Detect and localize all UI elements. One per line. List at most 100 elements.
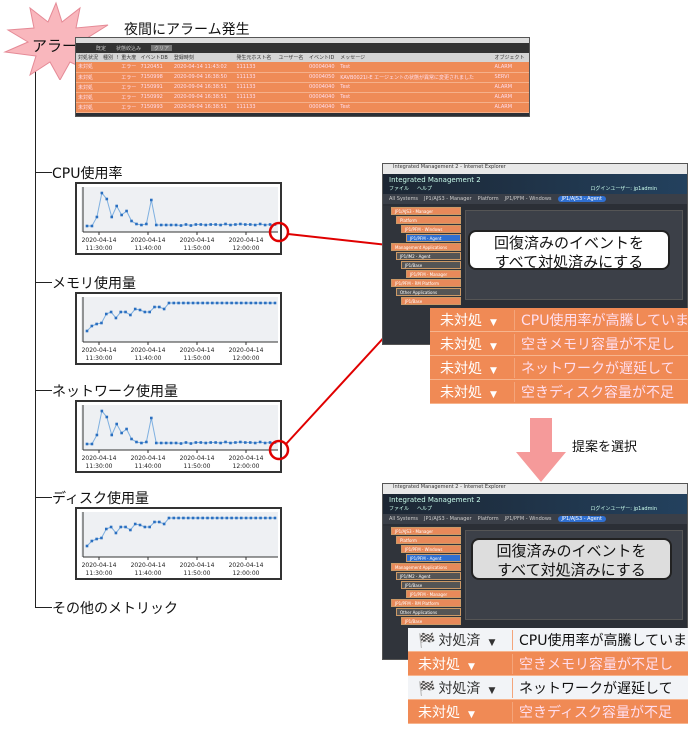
default-filter-button[interactable]: 既定 xyxy=(96,46,107,52)
column-header[interactable]: イベントDB xyxy=(138,53,172,62)
tree-node[interactable]: Management Applications xyxy=(391,563,461,571)
data-point xyxy=(259,516,262,520)
tree-node[interactable]: JP1/AJS3 - Manager xyxy=(391,527,461,535)
column-header[interactable]: イベントID xyxy=(307,53,339,62)
column-header[interactable]: 種別 xyxy=(101,53,115,62)
breadcrumb-item[interactable]: JP1/AJS3 - Agent xyxy=(557,196,606,202)
status-dropdown[interactable]: 未対処▼ xyxy=(408,702,512,722)
breadcrumb-item[interactable]: All Systems xyxy=(389,516,419,522)
tree-node[interactable]: JP1/Base xyxy=(401,617,461,625)
event-row[interactable]: 未対処▼空きディスク容量が不足 xyxy=(430,380,688,404)
status-label: 対処済 xyxy=(438,680,481,697)
data-point xyxy=(90,324,94,328)
tree-node[interactable]: JP1/Base xyxy=(401,581,461,589)
suggestion-callout-before[interactable]: 回復済みのイベントを すべて対処済みにする xyxy=(468,230,670,271)
tree-node[interactable]: JP1/AJS3 - Manager xyxy=(391,207,461,215)
tree-node[interactable]: JP1/Base xyxy=(401,297,461,305)
cell-serial: 7150991 xyxy=(138,82,172,93)
column-header[interactable]: メッセージ xyxy=(338,53,493,62)
menu-item[interactable]: ヘルプ xyxy=(417,186,433,192)
status-dropdown[interactable]: 未対処▼ xyxy=(430,334,514,354)
tree-node[interactable]: JP1/Base xyxy=(401,261,461,269)
menu-item[interactable]: ヘルプ xyxy=(417,506,433,512)
event-row[interactable]: 未対処▼CPU使用率が高騰していま xyxy=(430,308,688,332)
status-dropdown[interactable]: 未対処▼ xyxy=(430,310,514,330)
breadcrumb-item[interactable]: JP1/PFM - Windows xyxy=(504,516,552,522)
status-dropdown[interactable]: 🏁対処済▼ xyxy=(408,678,512,698)
data-point xyxy=(145,440,148,444)
data-point xyxy=(124,525,127,529)
status-dropdown[interactable]: 🏁対処済▼ xyxy=(408,630,512,650)
cell-serial: 7150998 xyxy=(138,72,172,83)
cell-severity: エラー xyxy=(119,102,139,113)
tree-node[interactable]: JP1/PFM - RM Platform xyxy=(391,599,461,607)
data-point xyxy=(206,301,209,305)
breadcrumb-item[interactable]: JP1/PFM - Windows xyxy=(504,196,552,202)
breadcrumb-item[interactable]: JP1/AJS3 - Manager xyxy=(424,196,472,202)
event-row[interactable]: 未対処▼ネットワークが遅延して xyxy=(430,356,688,380)
status-dropdown[interactable]: 未対処▼ xyxy=(430,382,514,402)
status-dropdown[interactable]: 未対処▼ xyxy=(408,654,512,674)
data-point xyxy=(119,310,123,314)
data-point xyxy=(150,416,153,420)
data-point xyxy=(95,537,98,541)
suggestion-callout-selected[interactable]: 回復済みのイベントを すべて対処済みにする xyxy=(471,538,672,580)
column-header[interactable]: ! xyxy=(114,53,120,62)
breadcrumb-item[interactable]: All Systems xyxy=(389,196,419,202)
data-point xyxy=(248,223,252,226)
event-row[interactable]: 未対処▼空きディスク容量が不足 xyxy=(408,700,688,724)
menu-item[interactable]: ファイル xyxy=(389,506,410,512)
breadcrumb-item[interactable]: JP1/AJS3 - Agent xyxy=(557,516,606,522)
cell xyxy=(114,62,120,73)
clear-button[interactable]: クリア xyxy=(151,45,173,52)
tree-node[interactable]: Other Applications xyxy=(396,608,461,616)
tree-node[interactable]: JP1/PFM - Agent xyxy=(406,554,461,562)
menu-item[interactable]: ファイル xyxy=(389,186,410,192)
data-point xyxy=(220,516,224,520)
breadcrumb-item[interactable]: Platform xyxy=(477,516,499,522)
cell-object: ALARM xyxy=(492,102,529,113)
tree-node[interactable]: Management Applications xyxy=(391,243,461,251)
event-row[interactable]: 未対処▼空きメモリ容量が不足し xyxy=(430,332,688,356)
event-row[interactable]: 未対処▼空きメモリ容量が不足し xyxy=(408,652,688,676)
x-tick-label: 2020-04-14 xyxy=(131,347,166,354)
column-header[interactable]: 対処状況 xyxy=(76,53,102,62)
column-header[interactable]: 登録時刻 xyxy=(171,53,235,62)
status-filter-button[interactable]: 状態絞込み xyxy=(116,46,142,52)
status-label: 未対処 xyxy=(418,704,460,721)
tree-node[interactable]: Other Applications xyxy=(396,288,461,296)
column-header[interactable]: 重大度 xyxy=(119,53,139,62)
event-row[interactable]: 🏁対処済▼ネットワークが遅延して xyxy=(408,676,688,700)
callout-line2: すべて対処済みにする xyxy=(497,561,646,579)
status-dropdown[interactable]: 未対処▼ xyxy=(430,358,514,378)
cell xyxy=(276,62,308,73)
column-header[interactable]: オブジェクト xyxy=(492,53,529,62)
column-header[interactable]: ユーザー名 xyxy=(276,53,308,62)
cell xyxy=(101,62,115,73)
tree-node[interactable]: JP1/PFM - Manager xyxy=(406,590,461,598)
column-header[interactable]: 発生元ホスト名 xyxy=(234,53,277,62)
tree-node[interactable]: JP1/IM2 - Agent xyxy=(396,252,461,260)
tree-node[interactable]: Platform xyxy=(396,536,461,544)
data-point xyxy=(268,516,272,520)
data-point xyxy=(153,520,156,524)
cell xyxy=(101,72,115,83)
breadcrumb-item[interactable]: JP1/AJS3 - Manager xyxy=(424,516,472,522)
data-point xyxy=(194,223,198,226)
tree-node[interactable]: JP1/PFM - Manager xyxy=(406,270,461,278)
cell-message: Test xyxy=(338,82,493,93)
tree-node[interactable]: JP1/IM2 - Agent xyxy=(396,572,461,580)
event-row[interactable]: 🏁対処済▼CPU使用率が高騰していま xyxy=(408,628,688,652)
tree-node[interactable]: JP1/PFM - RM Platform xyxy=(391,279,461,287)
tree-node[interactable]: JP1/PFM - Agent xyxy=(406,234,461,242)
tree-node[interactable]: JP1/PFM - Windows xyxy=(401,545,461,553)
tree-node[interactable]: Platform xyxy=(396,216,461,224)
tree-node[interactable]: JP1/PFM - Windows xyxy=(401,225,461,233)
breadcrumb-item[interactable]: Platform xyxy=(477,196,499,202)
